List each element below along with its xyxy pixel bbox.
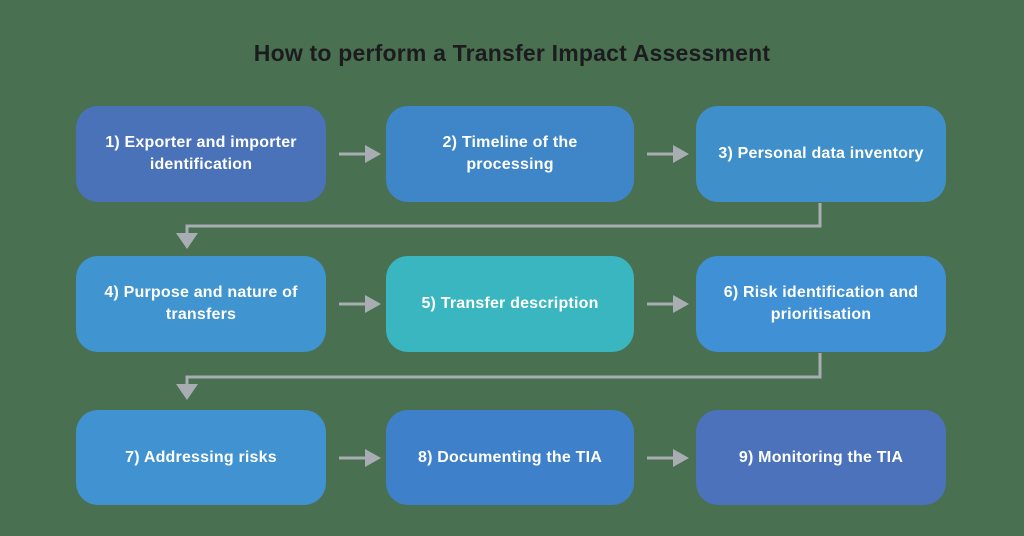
arrow-right-icon — [647, 295, 689, 313]
step-box-4: 4) Purpose and nature of transfers — [76, 256, 326, 352]
step-box-3: 3) Personal data inventory — [696, 106, 946, 202]
arrow-right-icon — [647, 449, 689, 467]
page-title: How to perform a Transfer Impact Assessm… — [253, 40, 771, 66]
arrow-right-icon — [647, 145, 689, 163]
step-box-7: 7) Addressing risks — [76, 410, 326, 505]
step-box-8: 8) Documenting the TIA — [386, 410, 634, 505]
arrow-right-icon — [339, 449, 381, 467]
step-box-5: 5) Transfer description — [386, 256, 634, 352]
arrow-right-icon — [339, 145, 381, 163]
step-box-9: 9) Monitoring the TIA — [696, 410, 946, 505]
step-box-1: 1) Exporter and importer identification — [76, 106, 326, 202]
wrap-arrow-icon — [176, 203, 822, 249]
step-box-6: 6) Risk identification and prioritisatio… — [696, 256, 946, 352]
wrap-arrow-icon — [176, 353, 822, 400]
step-box-2: 2) Timeline of the processing — [386, 106, 634, 202]
arrow-right-icon — [339, 295, 381, 313]
